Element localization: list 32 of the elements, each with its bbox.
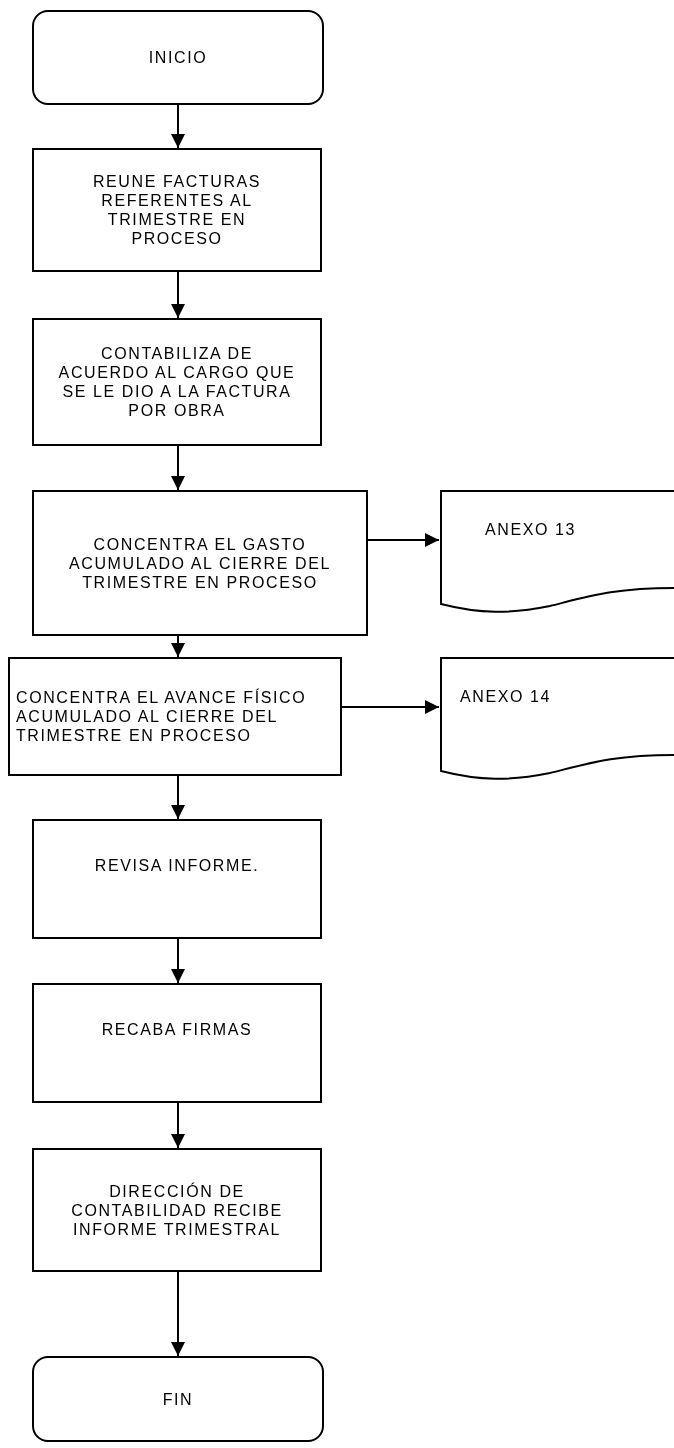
node-label: CONCENTRA EL AVANCE FÍSICO ACUMULADO AL CIERRE DEL TRIMESTRE EN PROCESO [16, 688, 308, 745]
process-box [32, 490, 368, 636]
process-box [32, 983, 322, 1103]
node-label: DIRECCIÓN DE CONTABILIDAD RECIBE INFORME TRIMESTRAL [70, 1181, 284, 1239]
node-label: ANEXO 14 [460, 687, 552, 706]
terminal-box [32, 10, 324, 105]
arrow [171, 1102, 185, 1149]
arrow [171, 104, 185, 149]
process-box [32, 318, 322, 446]
node-label: RECABA FIRMAS [101, 1020, 253, 1039]
node-label: CONTABILIZA DE ACUERDO AL CARGO QUE SE LE DIO A LA FACTURA POR OBRA [57, 344, 297, 420]
document-shape [440, 490, 674, 616]
process-box [32, 819, 322, 939]
arrow [171, 271, 185, 319]
node-label: INICIO [148, 48, 208, 67]
arrow [171, 445, 185, 491]
node-label: CONCENTRA EL GASTO ACUMULADO AL CIERRE DEL TRIMESTRE EN PROCESO [67, 534, 332, 592]
document-shape [440, 657, 674, 783]
arrow [171, 1271, 185, 1357]
process-box [32, 148, 322, 272]
node-label: FIN [162, 1389, 194, 1409]
arrow [171, 635, 185, 658]
process-box [32, 1148, 322, 1272]
node-label: REUNE FACTURAS REFERENTES AL TRIMESTRE EN PROCESO [91, 172, 263, 248]
arrow [341, 700, 440, 714]
node-label: REVISA INFORME. [94, 856, 260, 875]
arrow [171, 775, 185, 820]
node-label: ANEXO 13 [485, 520, 577, 539]
arrow [171, 938, 185, 984]
process-box [8, 657, 342, 776]
terminal-box [32, 1356, 324, 1442]
arrow [367, 533, 440, 547]
